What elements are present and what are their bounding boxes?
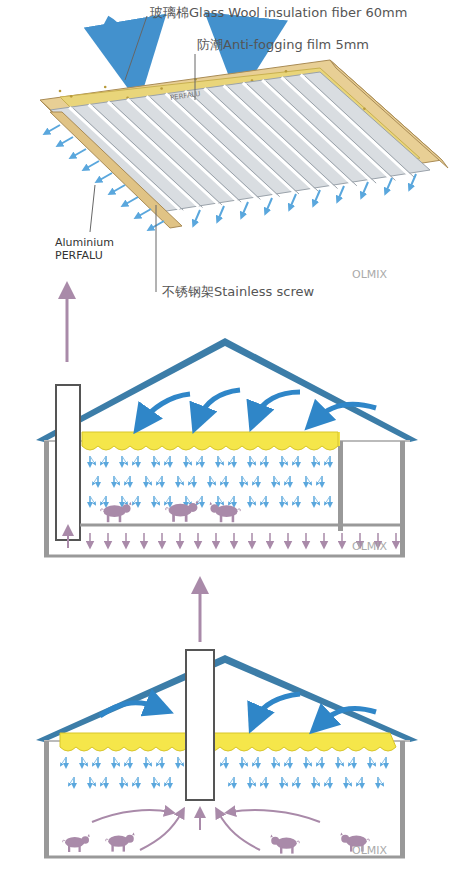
aluminium-label: Aluminium PERFALU <box>55 236 125 262</box>
watermark: OLMIX <box>352 268 387 281</box>
watermark: OLMIX <box>352 844 387 857</box>
watermark: OLMIX <box>352 540 387 553</box>
panel-illustration <box>40 16 448 292</box>
house-center-chimney <box>36 585 418 857</box>
insulation-label: 玻璃棉Glass Wool insulation fiber 60mm <box>150 5 407 21</box>
house-side-chimney <box>36 290 418 556</box>
screw-label: 不锈钢架Stainless screw <box>162 284 314 300</box>
film-label: 防潮Anti-fogging film 5mm <box>197 37 369 53</box>
